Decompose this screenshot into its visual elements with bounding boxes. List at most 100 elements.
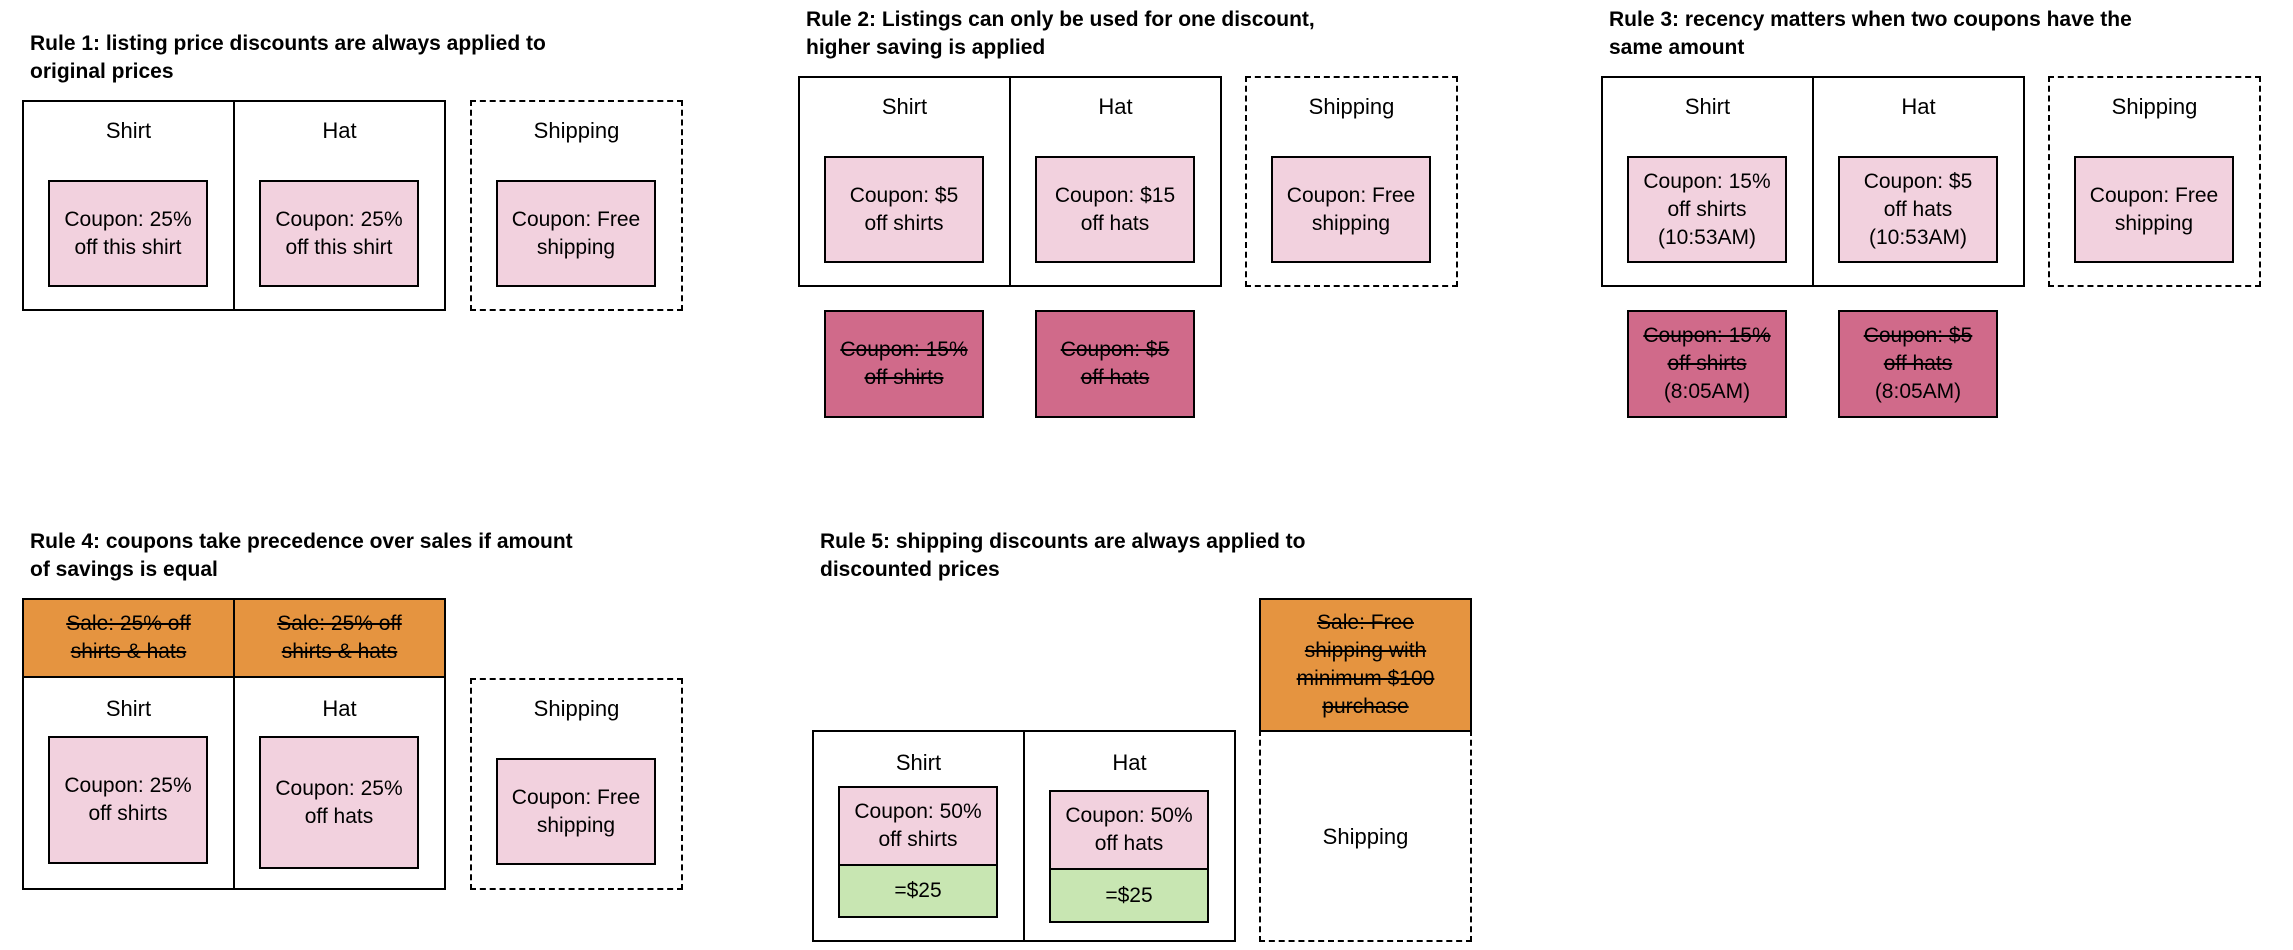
- rule2-shirt-listing: Shirt Coupon: $5 off shirts: [798, 76, 1011, 287]
- rule1-hat-label: Hat: [322, 118, 357, 143]
- rule3-shipping-area: Shipping Coupon: Free shipping: [2048, 76, 2261, 287]
- sale-text-line: minimum $100: [1296, 667, 1435, 690]
- rule5-title: Rule 5: shipping discounts are always ap…: [820, 528, 1305, 584]
- rule3-hat-label: Hat: [1901, 94, 1936, 119]
- coupon-text-line: (10:53AM): [1868, 225, 1968, 249]
- rejected-coupon-text-line: Coupon: 15%: [840, 338, 968, 361]
- rule3-title: Rule 3: recency matters when two coupons…: [1609, 6, 2132, 62]
- rule1-shirt-coupon: Coupon: 25% off this shirt: [48, 180, 208, 287]
- coupon-text-line: Coupon: 25%: [64, 774, 192, 797]
- rule4-hat-sale: Sale: 25% off shirts & hats: [233, 598, 446, 678]
- coupon-text-line: shipping: [536, 235, 616, 259]
- rule1-shirt-listing: Shirt Coupon: 25% off this shirt: [22, 100, 235, 311]
- coupon-text-line: off shirts: [878, 828, 958, 851]
- rule4-hat-label: Hat: [322, 696, 357, 721]
- coupon-text-line: Coupon: 50%: [854, 800, 982, 823]
- coupon-text-line: (10:53AM): [1657, 225, 1757, 249]
- rejected-coupon-text-line: (8:05AM): [1663, 380, 1751, 403]
- result-price: =$25: [894, 879, 942, 902]
- rule4-shipping-area: Shipping Coupon: Free shipping: [470, 678, 683, 890]
- sale-text-line: Sale: 25% off: [277, 612, 402, 635]
- rule5-shirt-label: Shirt: [895, 750, 942, 775]
- rule3-shirt-label: Shirt: [1684, 94, 1731, 119]
- rule2-title-line1: Rule 2: Listings can only be used for on…: [806, 8, 1315, 31]
- coupon-text-line: off hats: [304, 804, 374, 828]
- rejected-coupon-text-line: (8:05AM): [1874, 380, 1962, 403]
- rule3-hat-listing: Hat Coupon: $5 off hats (10:53AM): [1812, 76, 2025, 287]
- rule3-shirt-rejected-coupon: Coupon: 15% off shirts (8:05AM): [1627, 310, 1787, 418]
- rejected-coupon-text-line: Coupon: 15%: [1643, 324, 1771, 347]
- rule4-hat-coupon: Coupon: 25% off hats: [259, 736, 419, 869]
- coupon-text-line: off this shirt: [74, 235, 182, 259]
- rule3-title-line1: Rule 3: recency matters when two coupons…: [1609, 8, 2132, 31]
- coupon-text-line: Coupon: 25%: [64, 207, 192, 231]
- rule5-shirt-result: =$25: [838, 864, 998, 918]
- rule3-shipping-coupon: Coupon: Free shipping: [2074, 156, 2234, 263]
- rule4-shirt-label: Shirt: [105, 696, 152, 721]
- rule4-shipping-label: Shipping: [533, 696, 620, 721]
- rule4-shirt-sale: Sale: 25% off shirts & hats: [22, 598, 235, 678]
- rule2-title-line2: higher saving is applied: [806, 36, 1046, 59]
- coupon-text-line: Coupon: Free: [1286, 183, 1416, 207]
- rule5-hat-result: =$25: [1049, 868, 1209, 923]
- coupon-text-line: shipping: [536, 813, 616, 837]
- rule2-shirt-label: Shirt: [881, 94, 928, 119]
- rule4-title: Rule 4: coupons take precedence over sal…: [30, 528, 573, 584]
- rule1-shipping-coupon: Coupon: Free shipping: [496, 180, 656, 287]
- coupon-text-line: Coupon: 15%: [1643, 169, 1771, 193]
- coupon-text-line: Coupon: Free: [511, 207, 641, 231]
- rejected-coupon-text-line: off shirts: [1667, 352, 1747, 375]
- rule3-shipping-label: Shipping: [2111, 94, 2198, 119]
- rule2-shipping-label: Shipping: [1308, 94, 1395, 119]
- rule4-title-line1: Rule 4: coupons take precedence over sal…: [30, 530, 573, 553]
- rule5-title-line2: discounted prices: [820, 558, 1000, 581]
- rule5-shirt-coupon: Coupon: 50% off shirts: [838, 786, 998, 866]
- rule2-shipping-coupon: Coupon: Free shipping: [1271, 156, 1431, 263]
- coupon-text-line: Coupon: $5: [1863, 169, 1973, 193]
- coupon-text-line: Coupon: Free: [2089, 183, 2219, 207]
- rejected-coupon-text-line: Coupon: $5: [1863, 324, 1973, 347]
- rule2-shirt-rejected-coupon: Coupon: 15% off shirts: [824, 310, 984, 418]
- rule4-shirt-listing: Shirt Coupon: 25% off shirts: [22, 676, 235, 890]
- coupon-text-line: off shirts: [88, 802, 168, 825]
- rejected-coupon-text-line: off hats: [1883, 352, 1953, 375]
- coupon-text-line: off hats: [1094, 832, 1164, 855]
- sale-text-line: Sale: 25% off: [66, 612, 191, 635]
- rule1-hat-coupon: Coupon: 25% off this shirt: [259, 180, 419, 287]
- rule5-shipping-area: Shipping: [1259, 730, 1472, 942]
- coupon-text-line: Coupon: $5: [849, 183, 959, 207]
- coupon-text-line: off this shirt: [285, 235, 393, 259]
- rule3-shirt-coupon: Coupon: 15% off shirts (10:53AM): [1627, 156, 1787, 263]
- rule4-title-line2: of savings is equal: [30, 558, 218, 581]
- sale-text-line: purchase: [1322, 695, 1409, 718]
- rule2-hat-listing: Hat Coupon: $15 off hats: [1009, 76, 1222, 287]
- coupon-text-line: off hats: [1080, 211, 1150, 235]
- rule1-shirt-label: Shirt: [105, 118, 152, 143]
- coupon-text-line: Coupon: 50%: [1065, 804, 1193, 827]
- coupon-text-line: shipping: [2114, 211, 2194, 235]
- sale-text-line: Sale: Free: [1317, 611, 1414, 634]
- rule4-hat-listing: Hat Coupon: 25% off hats: [233, 676, 446, 890]
- result-price: =$25: [1105, 883, 1153, 907]
- rejected-coupon-text-line: off hats: [1080, 366, 1150, 389]
- coupon-text-line: Coupon: $15: [1054, 183, 1176, 207]
- rule3-hat-rejected-coupon: Coupon: $5 off hats (8:05AM): [1838, 310, 1998, 418]
- coupon-text-line: Coupon: 25%: [275, 207, 403, 231]
- sale-text-line: shirts & hats: [70, 640, 187, 663]
- rule1-shipping-label: Shipping: [533, 118, 620, 143]
- rule5-shirt-listing: Shirt Coupon: 50% off shirts =$25: [812, 730, 1025, 942]
- coupon-text-line: shipping: [1311, 211, 1391, 235]
- sale-text-line: shipping with: [1304, 639, 1427, 662]
- rule2-hat-coupon: Coupon: $15 off hats: [1035, 156, 1195, 263]
- sale-text-line: shirts & hats: [281, 640, 398, 663]
- coupon-text-line: off hats: [1883, 197, 1953, 221]
- rule3-shirt-listing: Shirt Coupon: 15% off shirts (10:53AM): [1601, 76, 1814, 287]
- rule4-shirt-coupon: Coupon: 25% off shirts: [48, 736, 208, 864]
- rule5-title-line1: Rule 5: shipping discounts are always ap…: [820, 530, 1306, 553]
- rule1-title-line2: original prices: [30, 60, 174, 83]
- rule5-hat-label: Hat: [1112, 750, 1147, 775]
- rejected-coupon-text-line: off shirts: [864, 366, 944, 389]
- rule3-title-line2: same amount: [1609, 36, 1745, 59]
- coupon-text-line: off shirts: [864, 211, 944, 235]
- rule1-title: Rule 1: listing price discounts are alwa…: [30, 30, 546, 86]
